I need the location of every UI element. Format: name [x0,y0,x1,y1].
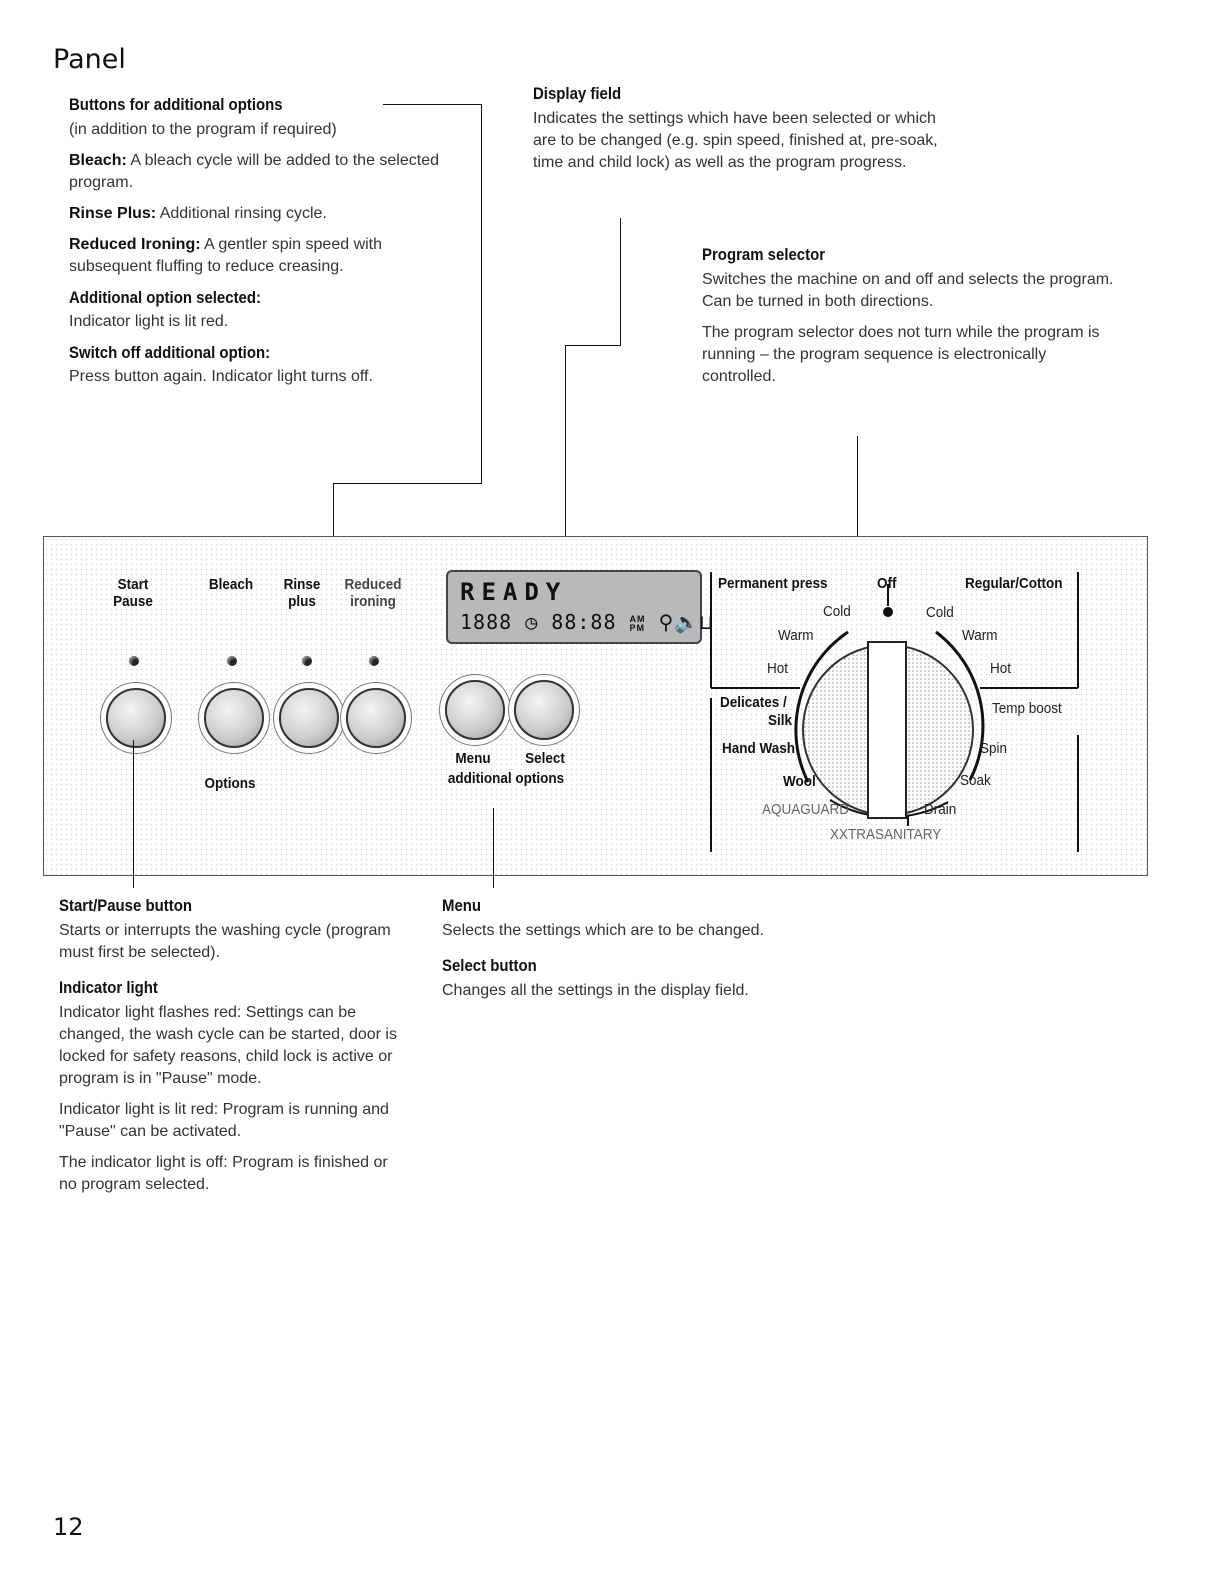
speaker-icon: 🔈 [674,610,701,634]
lcd-digits: 1888 ◷ 88:88 [460,610,617,634]
options-sub: (in addition to the program if required) [69,121,337,138]
leader-line [333,483,482,484]
switch-off-text: Press button again. Indicator light turn… [69,368,373,385]
pause-label: Pause [113,593,153,610]
display-field-description: Display field Indicates the settings whi… [533,84,953,174]
reduced-ironing-button[interactable] [346,688,406,748]
dial-silk: Silk [768,712,793,729]
lcd-ready-text: READY [460,578,568,606]
additional-options-label: additional options [447,770,565,787]
switch-off-heading: Switch off additional option: [69,343,271,362]
menu-text: Selects the settings which are to be cha… [442,922,764,939]
leader-line [620,218,621,346]
display-field-text: Indicates the settings which have been s… [533,110,938,171]
rinse-plus-button[interactable] [279,688,339,748]
program-selector-description: Program selector Switches the machine on… [702,245,1132,388]
bleach-text: A bleach cycle will be added to the sele… [69,152,439,191]
bleach-button[interactable] [204,688,264,748]
leader-line [333,483,334,561]
display-field-heading: Display field [533,84,622,103]
indicator-heading: Indicator light [59,978,158,997]
select-text: Changes all the settings in the display … [442,982,749,999]
options-heading: Buttons for additional options [69,95,283,114]
start-label: Start [117,576,149,593]
dial-off: Off [877,575,897,592]
leader-line [383,104,482,105]
page-title: Panel [53,44,126,75]
lcd-am: AM [629,613,646,624]
leader-line [565,345,566,585]
program-selector-text-1: Switches the machine on and off and sele… [702,271,1114,310]
dial-rc-hot: Hot [990,660,1012,677]
dial-aquaguard: AQUAGUARD [762,801,850,818]
menu-heading: Menu [442,896,482,915]
display-field: READY 1888 ◷ 88:88 AM PM ⚲🔈⊔ [446,570,712,644]
dial-pp-warm: Warm [778,627,814,644]
indicator-light-rinse [302,656,312,666]
options-description: Buttons for additional options (in addit… [69,95,469,388]
child-lock-icon: ⊔ [700,610,714,634]
indicator-light [129,656,139,666]
indicator-text-3: The indicator light is off: Program is f… [59,1154,388,1193]
options-panel-label: Options [204,775,256,792]
rinse-description: Rinse Plus: Additional rinsing cycle. [69,203,469,225]
dial-delicates: Delicates / [720,694,787,711]
select-button[interactable] [514,680,574,740]
reduced-label: Reduced Ironing: [69,236,201,253]
select-panel-label: Select [525,750,565,767]
reduced-description: Reduced Ironing: A gentler spin speed wi… [69,234,399,278]
indicator-light-reduced [369,656,379,666]
leader-line [565,345,621,346]
dial-temp-boost: Temp boost [992,700,1062,717]
indicator-light-bleach [227,656,237,666]
bleach-panel-label: Bleach [208,576,254,593]
menu-button[interactable] [445,680,505,740]
program-selector-dial[interactable] [700,570,1140,870]
rinse-text: Additional rinsing cycle. [159,205,327,222]
dial-soak: Soak [960,772,991,789]
dial-rc-warm: Warm [962,627,998,644]
select-heading: Select button [442,956,537,975]
reduced-text: A gentler spin speed with subsequent flu… [69,236,383,275]
option-selected-heading: Additional option selected: [69,288,261,307]
program-selector-text-2: The program selector does not turn while… [702,324,1100,385]
start-pause-button[interactable] [106,688,166,748]
start-pause-heading: Start/Pause button [59,896,192,915]
page-number: 12 [53,1513,84,1541]
lcd-segments: 1888 ◷ 88:88 AM PM ⚲🔈⊔ [460,610,713,634]
dial-pp-hot: Hot [767,660,789,677]
dial-wool: Wool [783,773,816,790]
dial-hand-wash: Hand Wash [722,740,796,757]
bleach-description: Bleach: A bleach cycle will be added to … [69,150,449,194]
leader-line [857,436,858,546]
leader-line [481,104,482,484]
dial-drain: Drain [924,801,957,818]
dial-pp-cold: Cold [823,603,851,620]
menu-description: Menu Selects the settings which are to b… [442,896,842,1002]
dial-spin: Spin [980,740,1008,757]
leader-line [133,740,134,888]
option-selected-text: Indicator light is lit red. [69,313,229,330]
indicator-text-1: Indicator light flashes red: Settings ca… [59,1004,397,1087]
bleach-label: Bleach: [69,152,127,169]
start-pause-description: Start/Pause button Starts or interrupts … [59,896,404,1196]
rinse-label: Rinse Plus: [69,205,157,222]
leader-line [493,808,494,888]
spin-icon: ⚲ [658,610,675,634]
dial-xxtrasanitary: XXTRASANITARY [830,826,942,843]
program-selector-heading: Program selector [702,245,826,264]
menu-panel-label: Menu [455,750,491,767]
dial-permanent-press: Permanent press [718,575,828,592]
lcd-pm: PM [629,622,646,633]
start-pause-text: Starts or interrupts the washing cycle (… [59,922,391,961]
dial-regular-cotton: Regular/Cotton [965,575,1063,592]
dial-rc-cold: Cold [926,604,954,621]
indicator-text-2: Indicator light is lit red: Program is r… [59,1101,389,1140]
